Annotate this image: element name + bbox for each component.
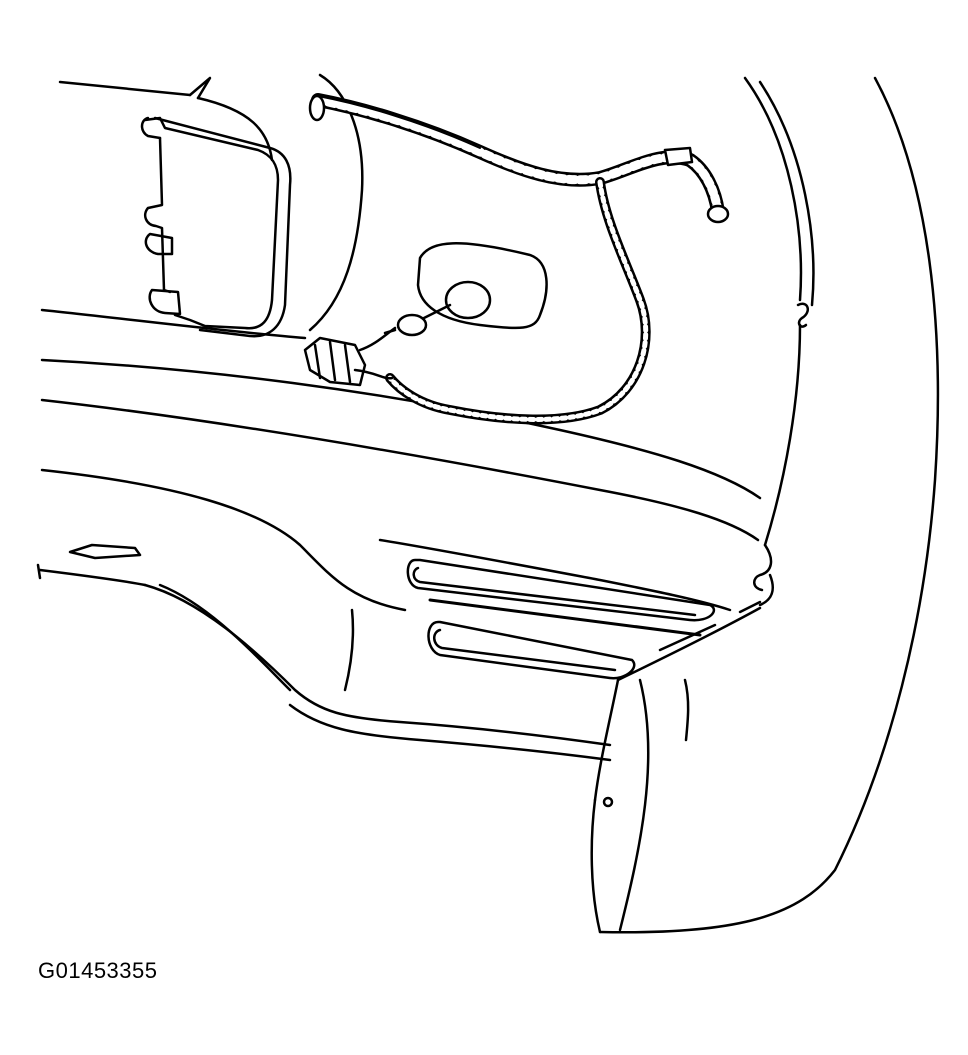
fender-edge (743, 76, 815, 607)
lower-tab (68, 543, 142, 560)
corner-trim (590, 76, 940, 934)
reflector-slots (378, 538, 732, 680)
harness-connector (303, 326, 397, 387)
lamp-socket (383, 242, 548, 337)
housing-opening (140, 116, 292, 338)
figure-id-label: G01453355 (38, 958, 158, 983)
body-panel-lines (36, 73, 762, 762)
wiring-harness (308, 93, 730, 425)
